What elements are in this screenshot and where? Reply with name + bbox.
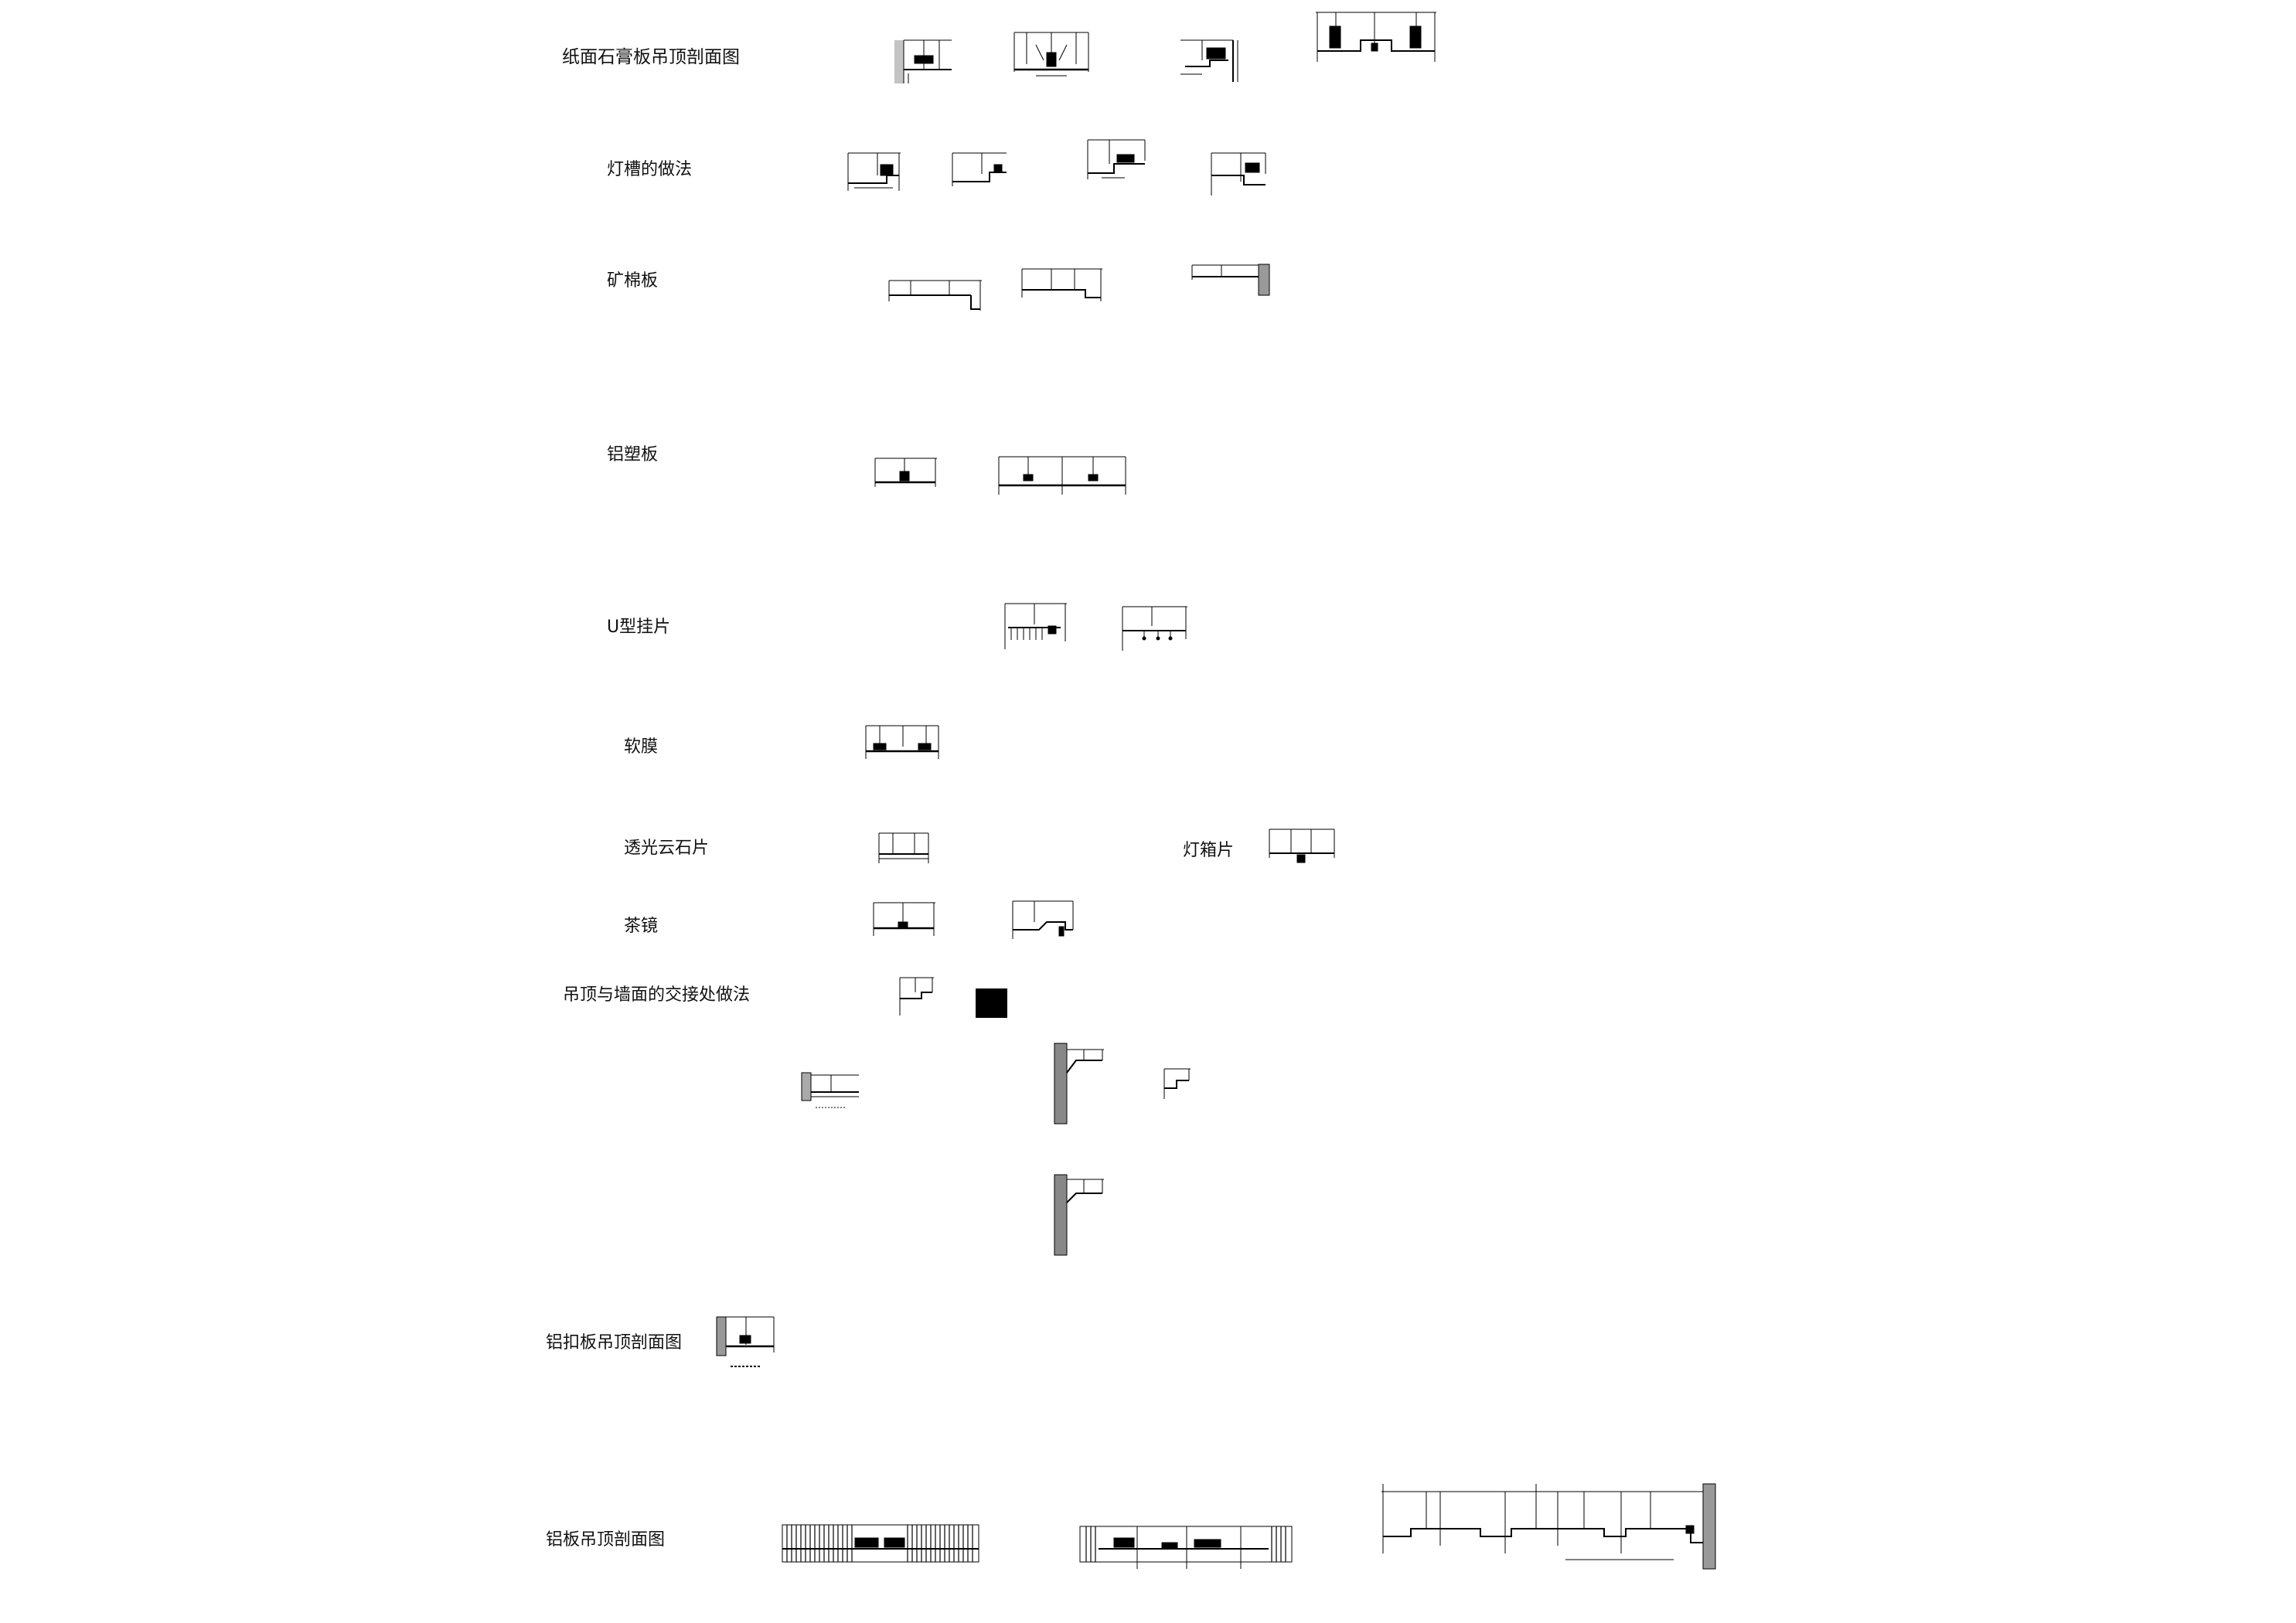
u-baffle-detail-1 xyxy=(1003,601,1069,652)
soft-film-detail xyxy=(864,723,942,762)
wall-junction-detail-2 xyxy=(800,1070,862,1113)
aluminum-plastic-detail-1 xyxy=(874,456,939,491)
wall-junction-detail-5 xyxy=(1053,1173,1107,1258)
label-translucent-onyx: 透光云石片 xyxy=(624,839,710,858)
gypsum-detail-2 xyxy=(1013,29,1090,80)
label-mineral-wool: 矿棉板 xyxy=(607,271,659,291)
light-trough-detail-2 xyxy=(951,151,1009,189)
label-light-trough: 灯槽的做法 xyxy=(607,160,693,179)
mineral-wool-detail-3 xyxy=(1191,263,1272,298)
aluminum-panel-detail-1 xyxy=(781,1523,982,1565)
mineral-wool-detail-1 xyxy=(887,278,984,313)
light-trough-detail-3 xyxy=(1086,138,1148,182)
gypsum-detail-1 xyxy=(894,39,955,83)
gypsum-detail-3 xyxy=(1179,37,1248,83)
tea-mirror-detail-1 xyxy=(872,900,938,939)
mineral-wool-detail-2 xyxy=(1020,267,1105,305)
aluminum-plastic-detail-2 xyxy=(997,454,1129,497)
label-lightbox: 灯箱片 xyxy=(1183,841,1235,860)
label-tea-mirror: 茶镜 xyxy=(624,917,659,936)
label-aluminum-plastic: 铝塑板 xyxy=(607,445,659,464)
label-u-baffle: U型挂片 xyxy=(607,618,671,637)
translucent-onyx-detail xyxy=(877,831,932,866)
light-trough-detail-1 xyxy=(847,151,904,193)
u-baffle-detail-2 xyxy=(1121,604,1191,652)
light-trough-detail-4 xyxy=(1210,151,1268,197)
label-gypsum-ceiling-section: 纸面石膏板吊顶剖面图 xyxy=(562,47,740,67)
aluminum-clip-detail xyxy=(715,1314,777,1372)
lightbox-detail xyxy=(1268,827,1337,866)
label-ceiling-wall-junction: 吊顶与墙面的交接处做法 xyxy=(563,985,751,1005)
label-aluminum-panel-ceiling-section: 铝板吊顶剖面图 xyxy=(546,1530,666,1550)
wall-junction-detail-3 xyxy=(1053,1042,1107,1127)
aluminum-panel-detail-2 xyxy=(1078,1524,1295,1570)
aluminum-panel-detail-3 xyxy=(1380,1482,1720,1571)
tea-mirror-detail-2 xyxy=(1011,899,1077,941)
gypsum-detail-4 xyxy=(1314,9,1438,65)
wall-junction-detail-1 xyxy=(898,975,937,1018)
label-soft-film: 软膜 xyxy=(624,737,659,757)
wall-junction-detail-4 xyxy=(1158,1067,1193,1101)
label-aluminum-clip-ceiling-section: 铝扣板吊顶剖面图 xyxy=(546,1333,683,1352)
wall-junction-solid-block xyxy=(976,988,1007,1018)
